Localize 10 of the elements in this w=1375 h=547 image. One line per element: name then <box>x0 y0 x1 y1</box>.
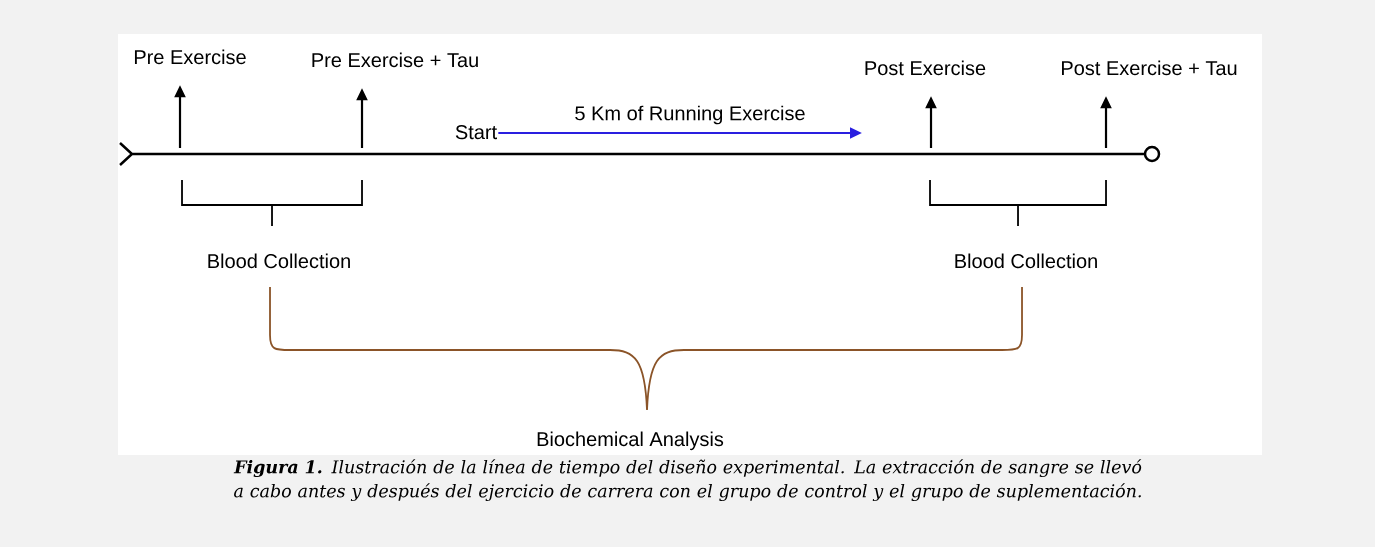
time-point-label: Pre Exercise <box>134 49 246 65</box>
analysis-label: Biochemical Analysis <box>537 431 724 451</box>
bracket-label: Blood Collection <box>208 253 350 269</box>
time-point-label: Post Exercise + Tau <box>1062 60 1237 76</box>
edge-label: 5 Km of Running Exercise <box>575 105 805 125</box>
start-label: Start <box>455 125 497 140</box>
time-point-label: Pre Exercise + Tau <box>312 52 478 68</box>
time-point-label: Post Exercise <box>865 60 986 76</box>
caption: Figura 1. Ilustración de la línea de tiempo del diseño experimental. La extracción de sangre se llevó a cabo antes y después del ejercicio de carrera con el grupo de control y el grupo de suplementación. <box>233 459 1142 502</box>
bracket-label: Blood Collection <box>955 253 1097 269</box>
